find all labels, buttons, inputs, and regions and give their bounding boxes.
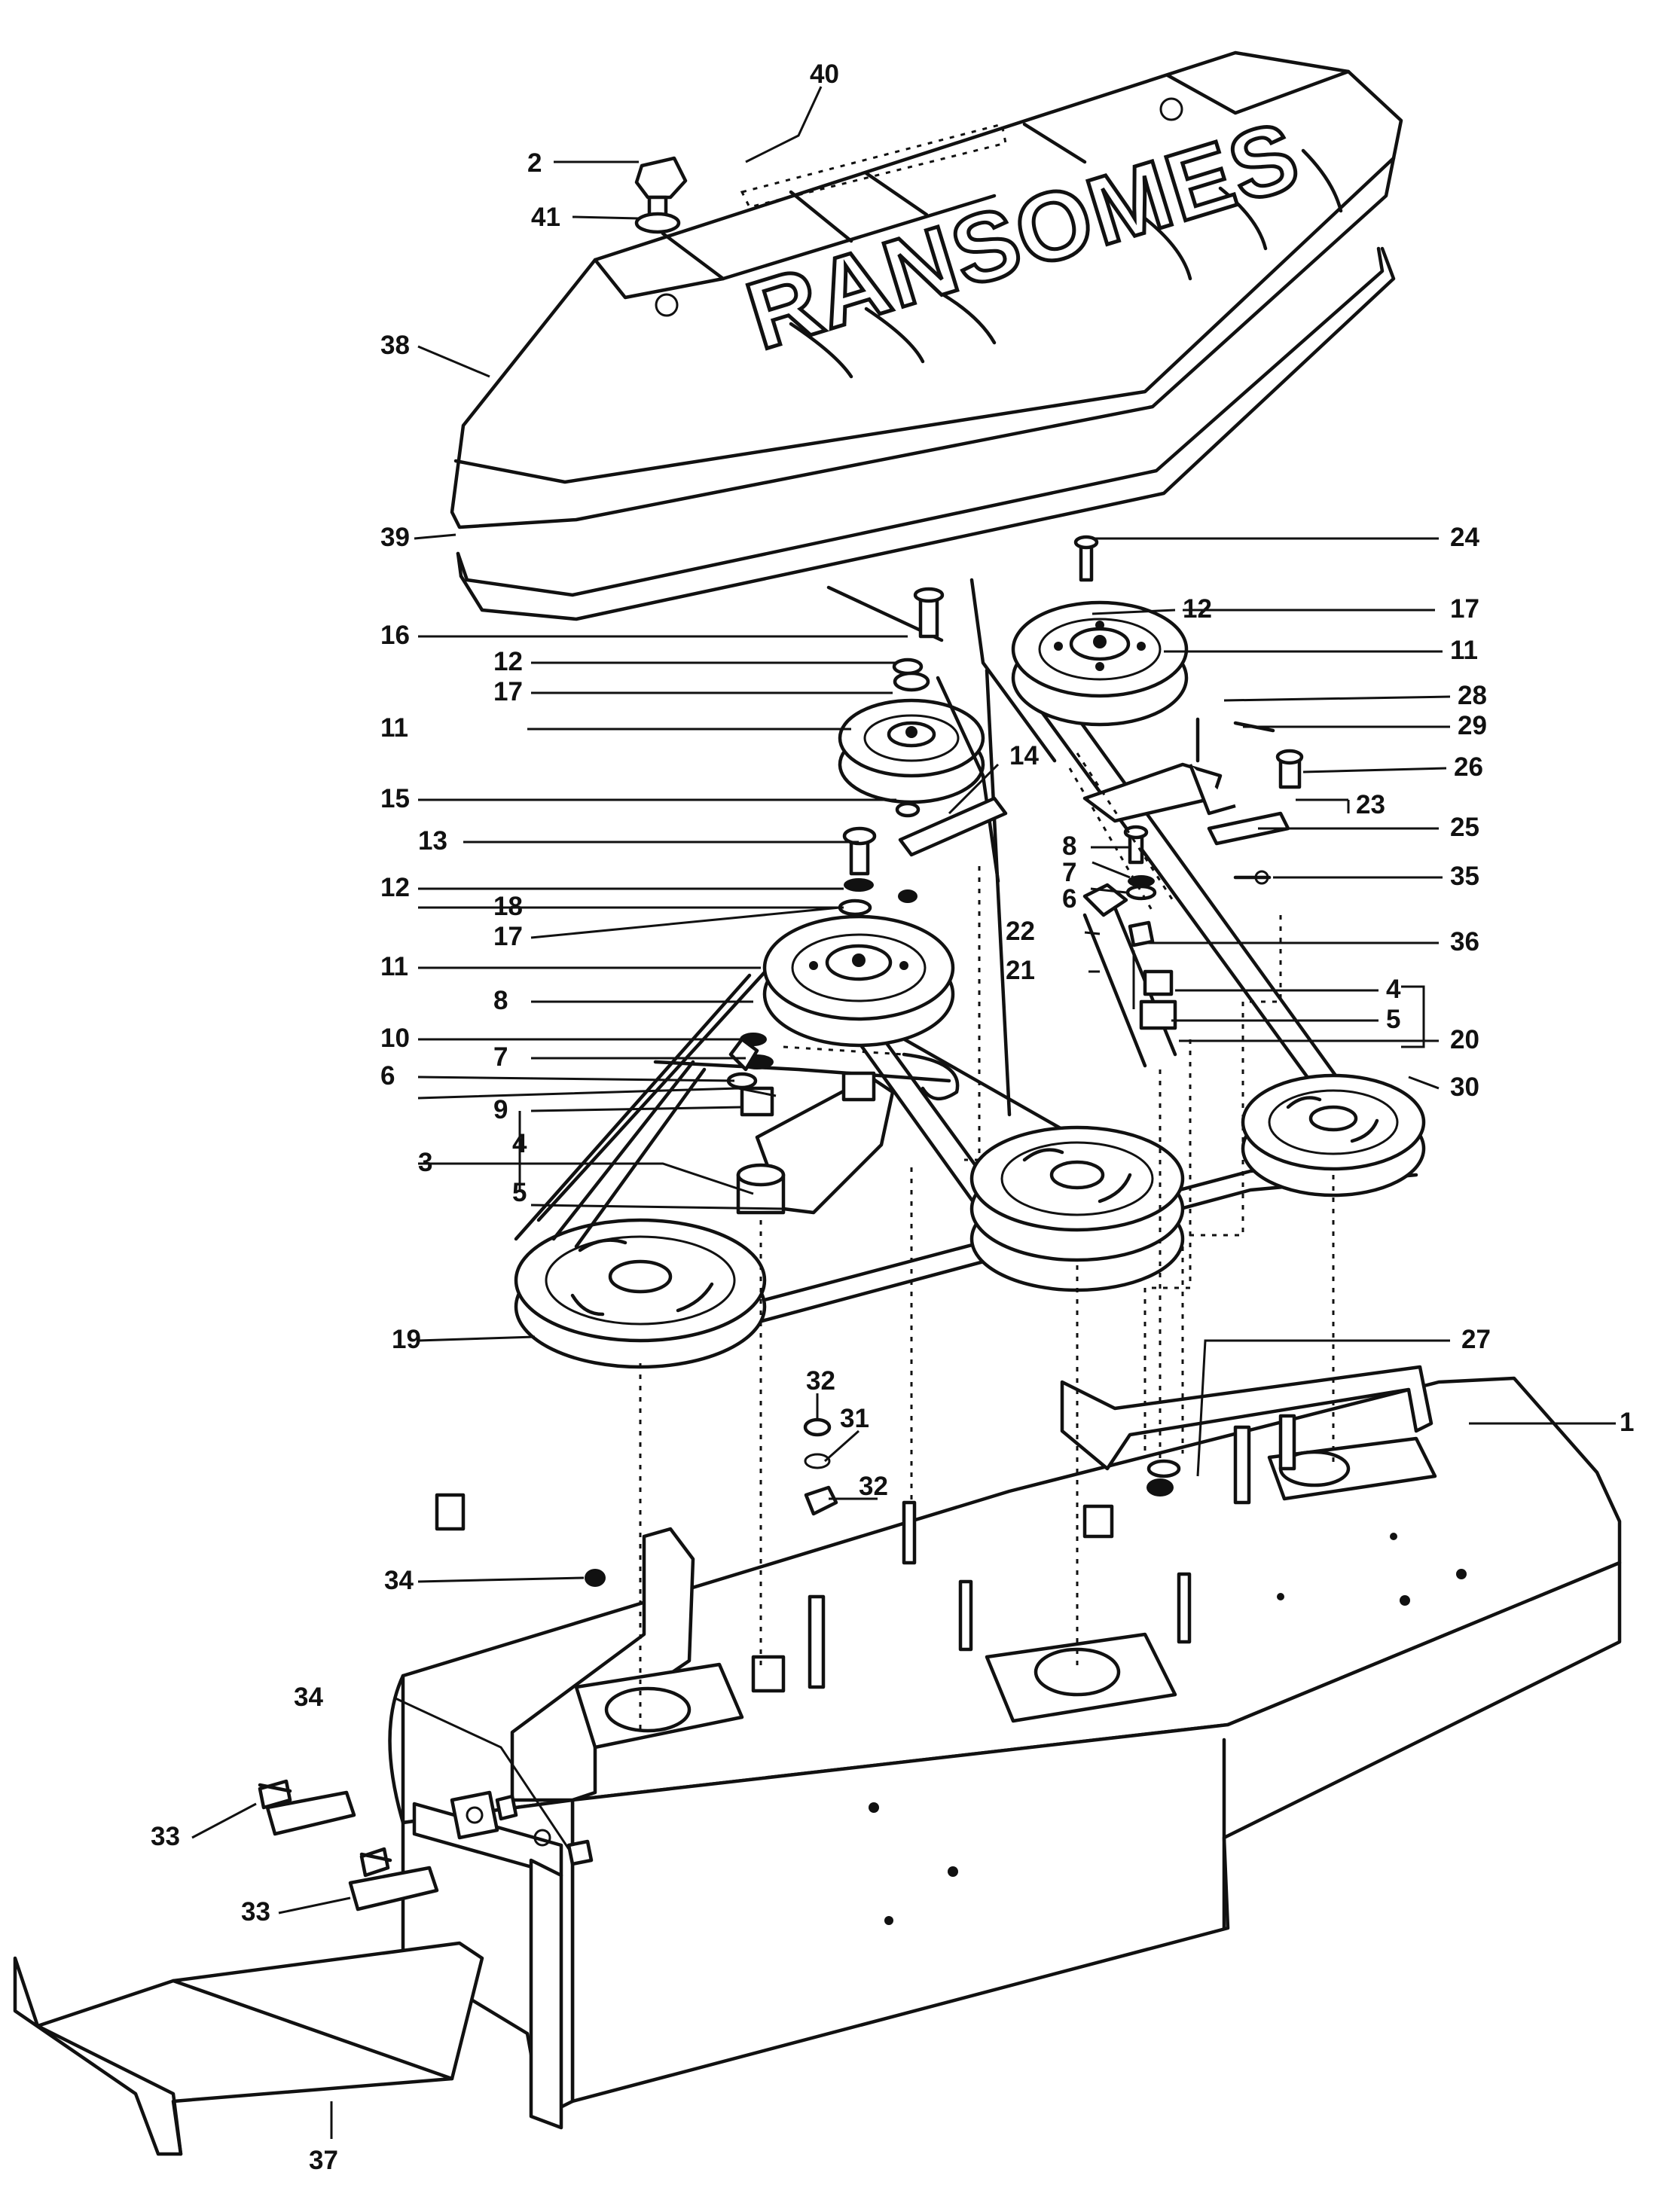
callout-32: 32 (806, 1366, 835, 1396)
center-blade-pulley (969, 1125, 1185, 1292)
callout-35: 35 (1450, 862, 1479, 891)
callout-38: 38 (380, 331, 410, 360)
callout-2: 2 (527, 148, 542, 178)
callout-labels: 40 2 41 38 39 24 16 12 17 12 17 11 11 28… (151, 59, 1634, 2175)
callout-40: 40 (810, 59, 839, 89)
callout-34: 34 (384, 1566, 414, 1595)
idler-arms-and-rods (551, 578, 1290, 1249)
callout-17: 17 (493, 922, 523, 951)
callout-37: 37 (309, 2146, 338, 2175)
callout-12: 12 (380, 873, 410, 902)
callout-15: 15 (380, 784, 410, 813)
belt-cover: RANSOMES (450, 50, 1403, 529)
mid-left-idler-pulley (838, 698, 985, 804)
callout-24: 24 (1450, 523, 1479, 552)
callout-39: 39 (380, 523, 410, 552)
left-blade-pulley (514, 1218, 767, 1369)
callout-9: 9 (493, 1095, 508, 1124)
callout-12: 12 (1183, 594, 1212, 624)
callout-14: 14 (1009, 741, 1039, 770)
callout-13: 13 (418, 826, 447, 856)
cover-gasket (456, 246, 1396, 621)
callout-8: 8 (1062, 831, 1076, 861)
cover-knob (634, 156, 688, 234)
center-idler-pulley (762, 914, 955, 1048)
callout-25: 25 (1450, 813, 1479, 842)
callout-18: 18 (493, 892, 523, 921)
callout-11: 11 (1450, 636, 1478, 665)
callout-6: 6 (380, 1061, 395, 1091)
callout-17: 17 (1450, 594, 1479, 624)
callout-7: 7 (1062, 858, 1076, 887)
callout-41: 41 (531, 203, 560, 232)
callout-leaders (191, 86, 1616, 2139)
callout-27: 27 (1461, 1325, 1491, 1354)
callout-12: 12 (493, 647, 523, 676)
callout-36: 36 (1450, 927, 1479, 956)
callout-7: 7 (493, 1042, 508, 1072)
callout-6: 6 (1062, 884, 1076, 914)
callout-4: 4 (1386, 975, 1401, 1004)
top-right-idler-pulley (1011, 600, 1189, 727)
callout-5: 5 (512, 1178, 527, 1207)
callout-34: 34 (294, 1683, 323, 1712)
callout-29: 29 (1458, 711, 1487, 740)
callout-5: 5 (1386, 1005, 1400, 1034)
right-blade-pulley (1241, 1073, 1426, 1198)
callout-21: 21 (1006, 956, 1035, 985)
callout-8: 8 (493, 986, 508, 1015)
dashed-assembly-lines (639, 752, 1335, 1732)
callout-31: 31 (840, 1404, 869, 1433)
deck-mounts (510, 1365, 1437, 1802)
callout-20: 20 (1450, 1025, 1479, 1054)
callout-28: 28 (1458, 681, 1487, 710)
bolts-washers-spacers (726, 535, 1304, 1215)
callout-22: 22 (1006, 917, 1035, 946)
callout-16: 16 (380, 621, 410, 650)
callout-3: 3 (418, 1148, 432, 1177)
callout-1: 1 (1620, 1408, 1634, 1437)
callout-30: 30 (1450, 1072, 1479, 1102)
callout-23: 23 (1356, 790, 1385, 819)
callout-26: 26 (1454, 752, 1483, 782)
callout-19: 19 (392, 1325, 421, 1354)
callout-4: 4 (512, 1129, 527, 1158)
callout-17: 17 (493, 677, 523, 706)
callout-32: 32 (859, 1472, 888, 1501)
callout-10: 10 (380, 1024, 410, 1053)
callout-11: 11 (380, 952, 408, 981)
callout-11: 11 (380, 713, 408, 743)
chute-assembly (13, 1779, 594, 2156)
callout-33: 33 (151, 1822, 180, 1851)
callout-33: 33 (241, 1897, 270, 1927)
